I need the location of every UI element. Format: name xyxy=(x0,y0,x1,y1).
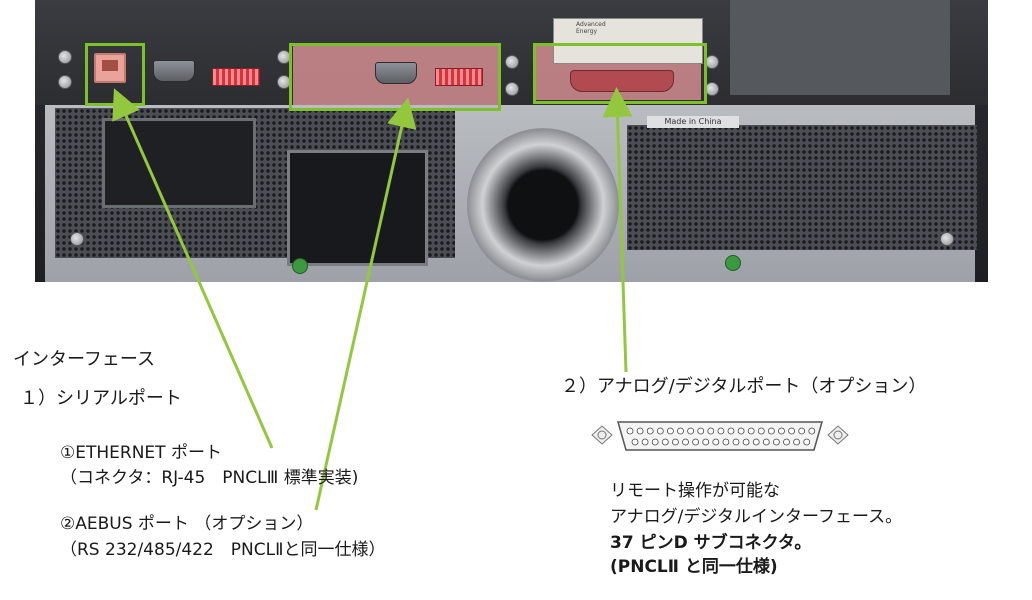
connector-pin xyxy=(697,427,705,435)
connector-pin xyxy=(702,438,710,446)
section-heading: インターフェース xyxy=(13,349,156,370)
analog-desc-line4: (PNCLⅡ と同一仕様) xyxy=(610,557,778,577)
analog-desc-line3: 37 ピンD サブコネクタ。 xyxy=(610,533,812,553)
ground-icon xyxy=(725,255,741,271)
connector-pin xyxy=(687,427,694,435)
ethernet-port xyxy=(94,53,126,83)
analog-highlight xyxy=(533,43,707,104)
output-connector xyxy=(467,128,619,282)
ethernet-port-desc: （コネクタ：RJ-45 PNCLⅢ 標準実装) xyxy=(60,468,359,488)
analog-desc-line1: リモート操作が可能な xyxy=(610,481,780,501)
connector-pin xyxy=(727,427,735,435)
made-in-label: Made in China xyxy=(647,116,739,128)
connector-pin xyxy=(656,427,664,435)
aebus-port-title: ②AEBUS ポート （オプション） xyxy=(60,514,314,534)
connector-pin xyxy=(667,427,674,435)
connector-pin xyxy=(762,438,770,446)
connector-pin xyxy=(803,438,811,446)
screw xyxy=(940,232,954,246)
screw xyxy=(505,82,519,96)
connector-pin xyxy=(717,427,725,435)
analog-desc-line2: アナログ/デジタルインターフェース。 xyxy=(610,507,903,527)
screw xyxy=(58,50,72,64)
rating-plate: Advanced Energy xyxy=(553,18,703,64)
power-connector xyxy=(102,118,256,208)
plate-text: Energy xyxy=(576,28,598,35)
connector-pin xyxy=(626,427,634,435)
ethernet-highlight xyxy=(85,43,145,106)
connector-pin xyxy=(742,438,750,446)
connector-pin xyxy=(641,438,649,446)
screw xyxy=(705,55,719,69)
connector-pin xyxy=(677,427,684,435)
connector-pin xyxy=(798,427,806,435)
connector-pin xyxy=(772,438,780,446)
connector-pin xyxy=(793,438,801,446)
connector-pin xyxy=(661,438,669,446)
config-dip-switch xyxy=(212,68,260,86)
ethernet-port-title: ①ETHERNET ポート xyxy=(60,443,222,463)
connector-pin xyxy=(783,438,790,446)
aebus-port-desc: （RS 232/485/422 PNCLⅡと同一仕様） xyxy=(60,540,386,560)
serial-port-heading: １）シリアルポート xyxy=(20,388,182,409)
vent-mesh xyxy=(627,125,977,250)
connector-pin xyxy=(788,427,796,435)
ground-icon xyxy=(292,258,308,274)
connector-pin xyxy=(712,438,720,446)
connector-pin xyxy=(631,438,639,446)
connector-pin xyxy=(722,438,730,446)
connector-pin xyxy=(636,427,644,435)
connector-pin xyxy=(747,427,755,435)
terminal-block xyxy=(287,150,428,266)
device-rear-panel-photo: Advanced Energy Made in China xyxy=(35,0,988,282)
screw xyxy=(705,82,719,96)
bracket xyxy=(730,0,950,95)
aebus-port xyxy=(375,62,417,84)
analog-port-heading: ２）アナログ/デジタルポート（オプション） xyxy=(561,376,927,397)
connector-pin xyxy=(672,438,679,446)
connector-pin xyxy=(767,427,775,435)
connector-pin xyxy=(707,427,715,435)
screw xyxy=(70,232,84,246)
connector-pin xyxy=(651,438,659,446)
db37-connector-icon xyxy=(591,421,849,451)
screw xyxy=(58,75,72,89)
connector-pin xyxy=(737,427,745,435)
connector-pin xyxy=(752,438,760,446)
aebus-config-dip-switch xyxy=(435,68,483,86)
connector-pin xyxy=(757,427,765,435)
screw xyxy=(505,55,519,69)
connector-pin xyxy=(808,427,816,435)
connector-pin xyxy=(692,438,699,446)
plate-text: Advanced xyxy=(576,21,606,28)
connector-pin xyxy=(732,438,740,446)
host-port xyxy=(153,60,195,82)
connector-pin xyxy=(646,427,654,435)
connector-pin xyxy=(778,427,785,435)
aebus-highlight xyxy=(289,43,501,111)
connector-pin xyxy=(682,438,689,446)
